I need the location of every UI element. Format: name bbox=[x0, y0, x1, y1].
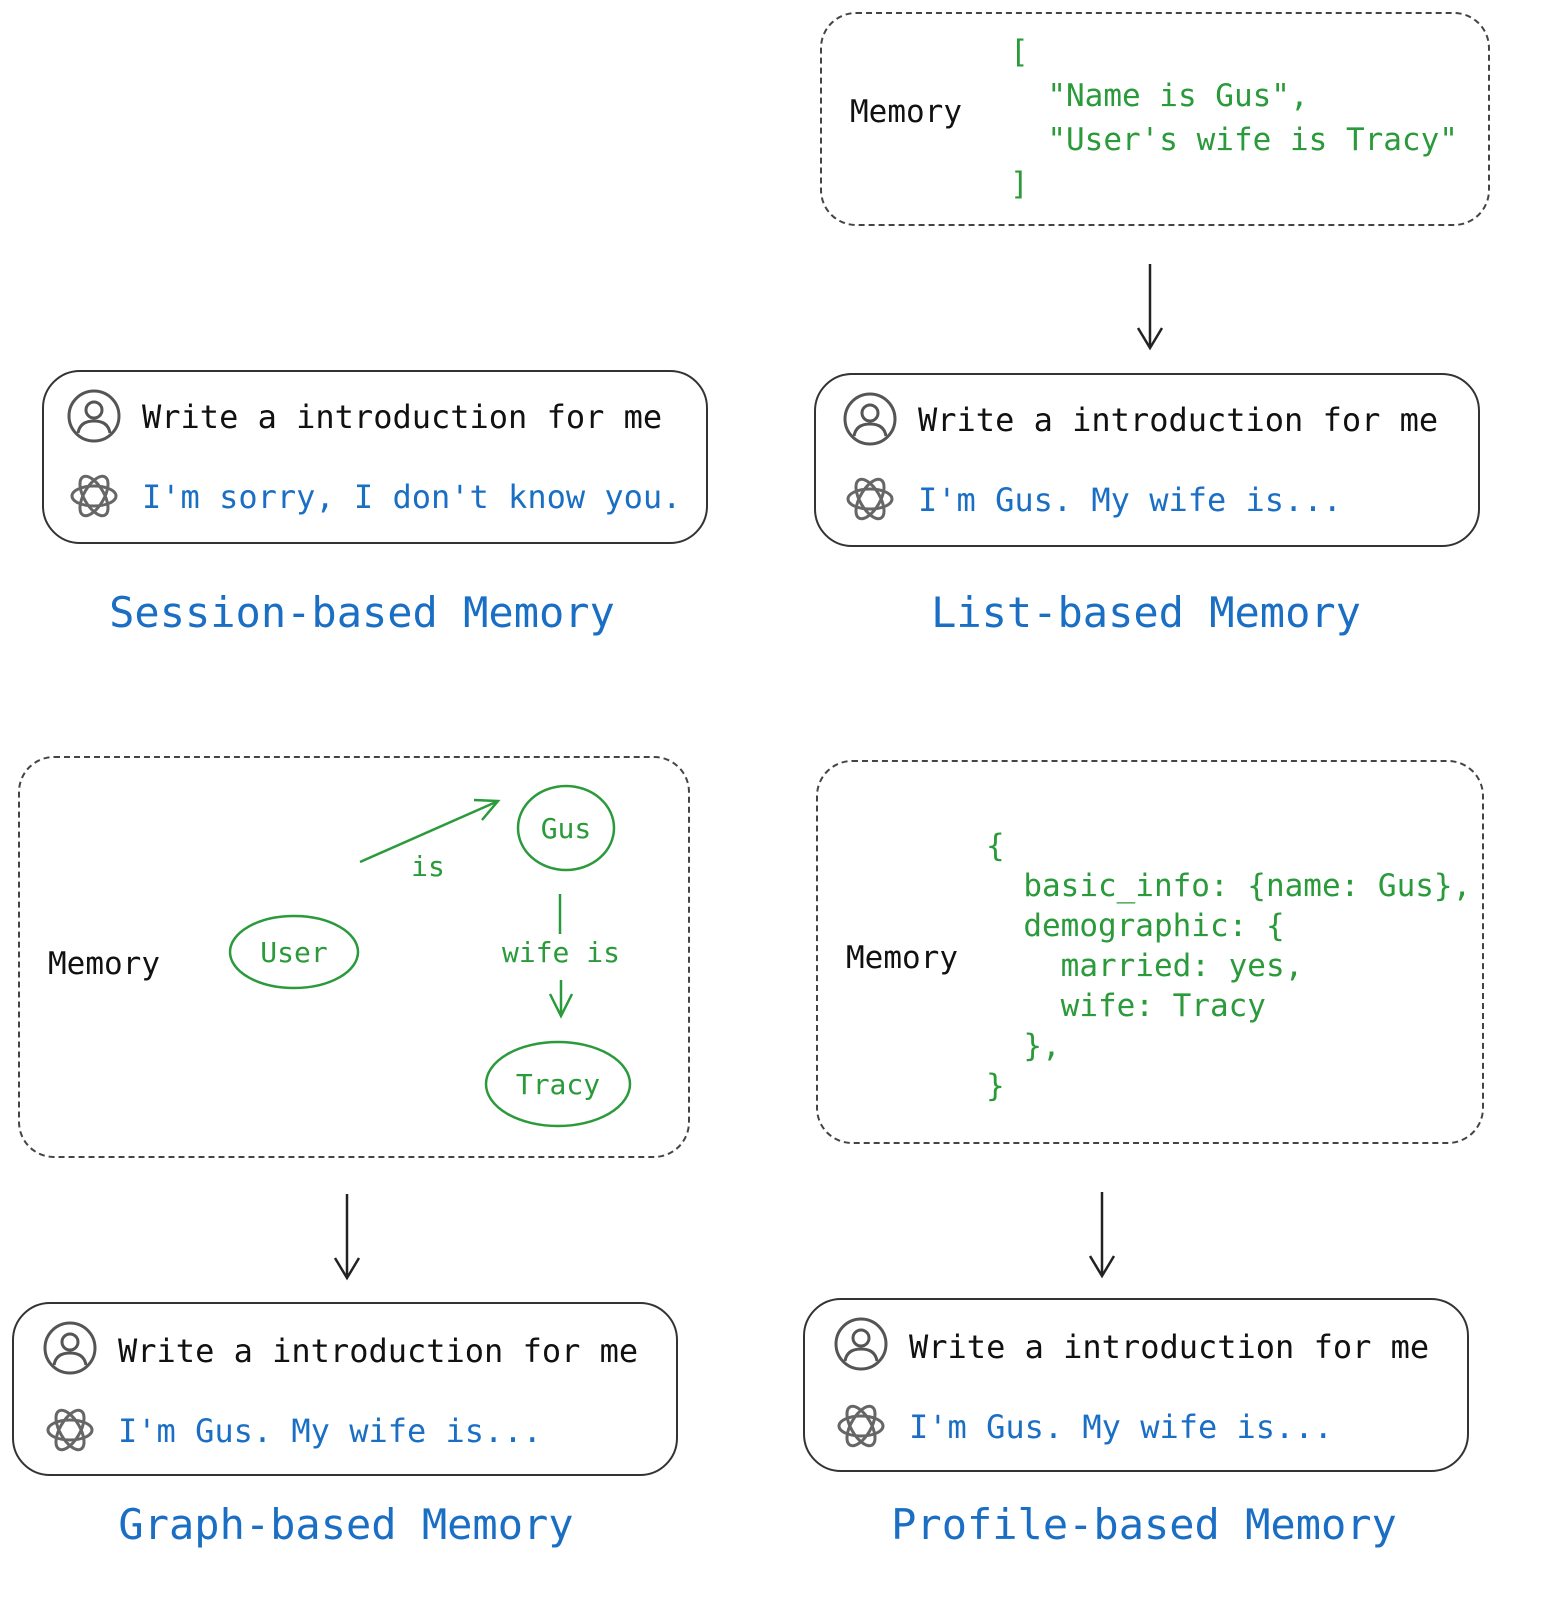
bot-reply: I'm sorry, I don't know you. bbox=[142, 478, 682, 516]
memory-graph: User Gus Tracy is wife is bbox=[228, 784, 632, 1128]
user-message: Write a introduction for me bbox=[142, 398, 663, 436]
profile-memory-box: Memory { basic_info: {name: Gus}, demogr… bbox=[816, 760, 1484, 1144]
arrow-down-icon bbox=[333, 1194, 361, 1281]
profile-memory-code: { basic_info: {name: Gus}, demographic: … bbox=[986, 828, 1472, 1104]
list-caption: List-based Memory bbox=[931, 588, 1361, 637]
graph-node-tracy bbox=[484, 1040, 632, 1128]
user-message: Write a introduction for me bbox=[118, 1332, 639, 1370]
graph-edge-is-arrowhead bbox=[473, 798, 501, 821]
user-avatar-icon bbox=[67, 389, 121, 443]
user-message: Write a introduction for me bbox=[909, 1328, 1430, 1366]
user-avatar-icon bbox=[43, 1321, 97, 1375]
graph-node-gus bbox=[516, 784, 616, 872]
openai-logo-icon bbox=[846, 477, 894, 521]
graph-edge-wife-is-arrowhead bbox=[548, 993, 574, 1019]
graph-caption: Graph-based Memory bbox=[118, 1500, 574, 1549]
profile-caption: Profile-based Memory bbox=[891, 1500, 1397, 1549]
arrow-down-icon bbox=[1088, 1192, 1116, 1279]
profile-chat-box: Write a introduction for me I'm Gus. My … bbox=[803, 1298, 1469, 1472]
openai-logo-icon bbox=[70, 474, 118, 518]
bot-reply: I'm Gus. My wife is... bbox=[918, 481, 1342, 519]
graph-node-gus-label: Gus bbox=[541, 812, 592, 845]
session-chat-box: Write a introduction for me I'm sorry, I… bbox=[42, 370, 708, 544]
memory-label: Memory bbox=[846, 940, 958, 976]
openai-logo-icon bbox=[837, 1404, 885, 1448]
graph-chat-box: Write a introduction for me I'm Gus. My … bbox=[12, 1302, 678, 1476]
memory-label: Memory bbox=[850, 94, 962, 130]
graph-node-user bbox=[228, 914, 360, 990]
graph-edge-is-label: is bbox=[411, 850, 445, 883]
graph-edge-wife-is-label: wife is bbox=[502, 936, 620, 969]
user-message: Write a introduction for me bbox=[918, 401, 1439, 439]
list-memory-box: Memory [ "Name is Gus", "User's wife is … bbox=[820, 12, 1490, 226]
bot-reply: I'm Gus. My wife is... bbox=[909, 1408, 1333, 1446]
list-chat-box: Write a introduction for me I'm Gus. My … bbox=[814, 373, 1480, 547]
graph-edge-is bbox=[359, 800, 497, 864]
graph-node-tracy-label: Tracy bbox=[516, 1068, 600, 1101]
bot-reply: I'm Gus. My wife is... bbox=[118, 1412, 542, 1450]
arrow-down-icon bbox=[1136, 264, 1164, 351]
memory-label: Memory bbox=[48, 946, 160, 982]
openai-logo-icon bbox=[46, 1408, 94, 1452]
session-caption: Session-based Memory bbox=[109, 588, 615, 637]
list-memory-code: [ "Name is Gus", "User's wife is Tracy" … bbox=[1010, 34, 1458, 202]
user-avatar-icon bbox=[843, 392, 897, 446]
graph-node-user-label: User bbox=[260, 936, 327, 969]
graph-memory-box: Memory User Gus Tracy is wife is bbox=[18, 756, 690, 1158]
user-avatar-icon bbox=[834, 1317, 888, 1371]
